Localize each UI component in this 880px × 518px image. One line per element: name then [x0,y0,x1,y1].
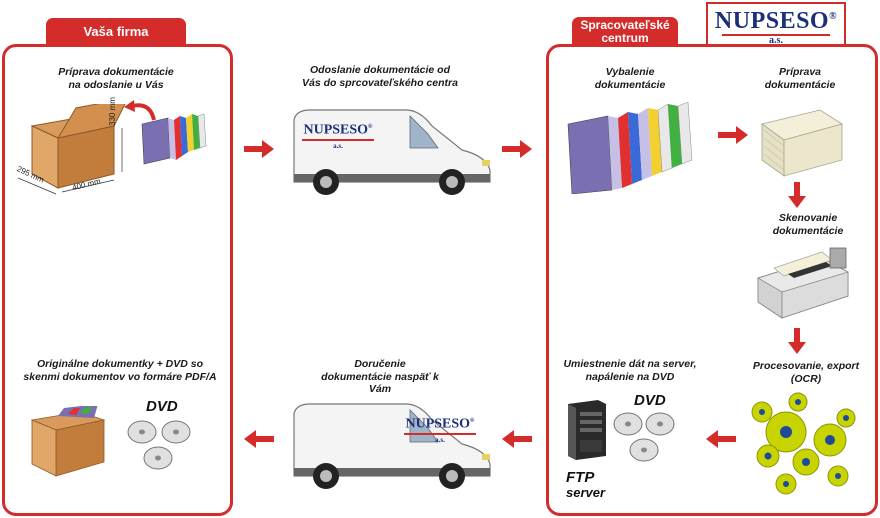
binders-icon [141,113,207,165]
caption-unpack: Vybalenie dokumentácie [594,66,666,91]
van-logo-bottom-brand: NUPSESO [405,416,471,432]
large-binders-icon [567,101,693,194]
van-logo-top-reg: ® [368,124,373,130]
client-panel-tab: Vaša firma [46,18,186,46]
van-logo-bottom: NUPSESO® a.s. [404,414,476,444]
arrow-left-2 [502,430,532,448]
logo-reg: ® [829,11,838,22]
dvd-label-left: DVD [146,398,178,415]
gears-icon [751,392,856,495]
ftp-line1: FTP [566,469,595,486]
caption-scan: Skenovanie dokumentácie [772,212,844,237]
arrow-right-3 [718,126,748,144]
ftp-label: FTP server [566,470,605,500]
van-logo-bottom-reg: ® [470,418,475,424]
server-tower-icon [568,400,606,460]
caption-originals: Originálne dokumentky + DVD so skenmi do… [23,358,217,383]
van-logo-top-suffix: a.s. [333,141,343,150]
arrow-down-2 [788,328,806,354]
caption-upload: Umiestnenie dát na server, napálenie na … [563,358,697,383]
delivery-van-icon [293,109,491,195]
return-van-icon [293,403,491,489]
caption-process: Procesovanie, export (OCR) [752,360,860,385]
van-logo-top: NUPSESO® a.s. [302,120,374,150]
dvd-label-right: DVD [634,392,666,409]
cardboard-box-icon [18,104,126,195]
caption-prep-center: Príprava dokumentácie [764,66,836,91]
arrow-right-1 [244,140,274,158]
dvd-discs-right-icon [613,412,675,462]
arrow-down-1 [788,182,806,208]
box-with-binders-icon [30,406,106,477]
arrow-left-1 [706,430,736,448]
company-logo: NUPSESO® a.s. [706,2,846,46]
van-logo-top-brand: NUPSESO [303,122,369,138]
logo-suffix: a.s. [769,35,783,46]
curved-arrow-icon [124,100,156,121]
dvd-discs-left-icon [127,420,191,470]
logo-brand: NUPSESO [714,8,830,34]
arrow-left-3 [244,430,274,448]
center-panel-tab: Spracovateľské centrum [572,17,678,47]
ftp-line2: server [566,485,606,500]
caption-send: Odoslanie dokumentácie od Vás do sprcova… [302,64,458,89]
box-dim-height: 330 mm [108,97,117,126]
caption-return: Doručenie dokumentácie naspäť k Vám [321,358,439,396]
paper-stack-icon [761,109,843,177]
arrow-right-2 [502,140,532,158]
van-logo-bottom-suffix: a.s. [435,435,445,444]
scanner-icon [757,247,849,319]
caption-prep-client: Príprava dokumentácie na odoslanie u Vás [58,66,174,91]
